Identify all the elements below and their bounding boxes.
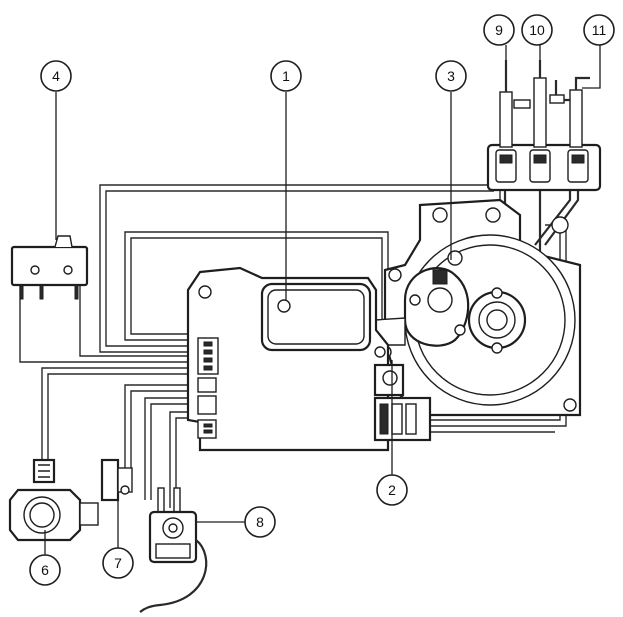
callout-leaders: [44, 45, 601, 555]
callout-label-8: 8: [256, 514, 264, 530]
callout-1: 1: [270, 60, 302, 92]
callout-label-11: 11: [592, 22, 607, 38]
callout-8: 8: [244, 506, 276, 538]
callout-label-1: 1: [282, 68, 290, 84]
callout-2: 2: [376, 474, 408, 506]
callout-label-6: 6: [41, 562, 49, 578]
callout-10: 10: [521, 14, 553, 46]
callout-7: 7: [102, 547, 134, 579]
callout-3: 3: [435, 60, 467, 92]
callout-label-10: 10: [529, 22, 545, 38]
control-board: [186, 266, 432, 452]
callout-label-7: 7: [114, 555, 122, 571]
callout-4: 4: [40, 60, 72, 92]
callout-label-4: 4: [52, 68, 60, 84]
callout-11: 11: [583, 14, 615, 46]
callout-9: 9: [483, 14, 515, 46]
thermostat-sensor: [139, 487, 208, 613]
callout-label-3: 3: [447, 68, 455, 84]
temperature-sensor: [8, 458, 99, 542]
flow-switch: [100, 458, 133, 502]
callout-label-2: 2: [388, 482, 396, 498]
callout-label-9: 9: [495, 22, 503, 38]
gas-valve-plate: [374, 198, 582, 417]
microswitch: [10, 235, 89, 300]
electrode-assembly: [486, 60, 602, 192]
callout-6: 6: [29, 554, 61, 586]
